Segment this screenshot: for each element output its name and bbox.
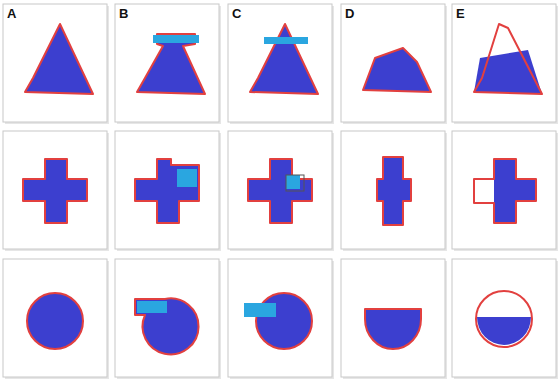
circle-panel [115, 259, 221, 379]
cross-panel [452, 131, 558, 251]
triangle-panel [452, 4, 558, 124]
panel-letter: A [7, 7, 16, 20]
triangle-panel [341, 4, 447, 124]
cross-panel [341, 131, 447, 251]
panel-letter: B [119, 7, 128, 20]
triangle-panel [228, 4, 334, 124]
cross-panel [115, 131, 221, 251]
panel-letter: E [456, 7, 465, 20]
cross-panel [3, 131, 109, 251]
circle-panel [341, 259, 447, 379]
triangle-panel [3, 4, 109, 124]
cross-panel [228, 131, 334, 251]
panel-letter: C [232, 7, 241, 20]
circle-panel [452, 259, 558, 379]
circle-panel [228, 259, 334, 379]
triangle-panel [115, 4, 221, 124]
circle-panel [3, 259, 109, 379]
panel-letter: D [345, 7, 354, 20]
